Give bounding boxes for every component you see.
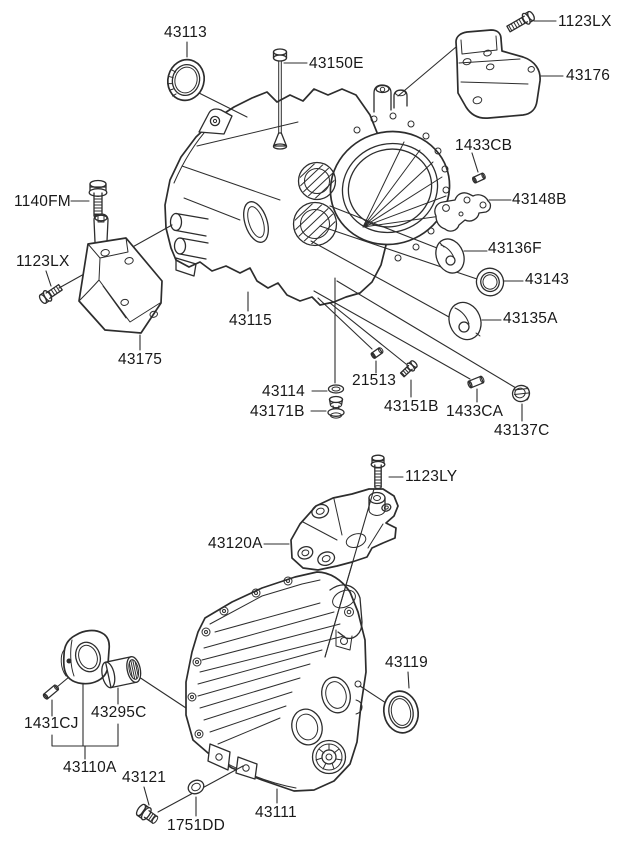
part-label-43150E: 43150E <box>309 55 364 72</box>
leader-lines-bottom <box>51 476 410 817</box>
part-label-1123LX-left: 1123LX <box>16 253 70 270</box>
part-label-43175: 43175 <box>118 351 163 368</box>
bracket-43175-drawing <box>78 213 163 334</box>
part-label-43171B: 43171B <box>250 403 305 420</box>
part-label-1431CJ: 1431CJ <box>24 715 79 732</box>
part-label-1123LX-top: 1123LX <box>558 13 612 30</box>
part-label-1433CB: 1433CB <box>455 137 513 154</box>
seal-43119-drawing <box>382 690 420 734</box>
part-label-43136F: 43136F <box>488 240 542 257</box>
pin-21513-drawing <box>370 347 384 359</box>
part-label-43143: 43143 <box>525 271 570 288</box>
part-label-43121: 43121 <box>122 769 167 786</box>
part-label-43151B: 43151B <box>384 398 439 415</box>
seal-43143-drawing <box>475 267 505 297</box>
oil-seal-43113-drawing <box>166 58 206 102</box>
washer-43114-drawing <box>327 384 345 394</box>
part-label-43137C: 43137C <box>494 422 550 439</box>
part-label-43113: 43113 <box>164 24 207 41</box>
part-label-43135A: 43135A <box>503 310 558 327</box>
pin-1431CJ-drawing <box>42 684 60 700</box>
bolt-1123LX-top-drawing <box>506 10 535 33</box>
transmission-case-43111-drawing <box>185 571 367 792</box>
part-label-21513: 21513 <box>352 372 397 389</box>
collar-43110A-drawing <box>60 629 111 685</box>
plug-43121-drawing <box>135 803 159 824</box>
bracket-43176-drawing <box>455 29 541 119</box>
part-label-43114: 43114 <box>262 383 305 400</box>
part-label-43111: 43111 <box>255 804 297 821</box>
bolt-to-case-line <box>324 488 375 658</box>
pin-1433CA-drawing <box>467 375 485 389</box>
vent-bolt-43150E-drawing <box>272 48 288 150</box>
bolt-1123LY-drawing <box>370 454 386 489</box>
part-label-1433CA: 1433CA <box>446 403 504 420</box>
bracket-43148B-drawing <box>434 192 492 232</box>
plug-43137C-drawing <box>511 384 531 403</box>
pin-1433CB-drawing <box>472 172 486 184</box>
bracket-43120A-drawing <box>290 488 399 571</box>
part-label-1123LY: 1123LY <box>405 468 458 485</box>
clutch-housing-43115-drawing <box>164 84 451 306</box>
breather-43171B-drawing <box>327 395 345 419</box>
part-label-1140FM: 1140FM <box>14 193 71 210</box>
bolt-43151B-drawing <box>399 360 418 378</box>
bolt-1140FM-drawing <box>88 179 108 219</box>
part-label-43176: 43176 <box>566 67 611 84</box>
part-label-43295C: 43295C <box>91 704 147 721</box>
part-label-43115: 43115 <box>229 312 272 329</box>
part-label-43110A: 43110A <box>63 759 117 776</box>
washer-1751DD-drawing <box>187 779 205 795</box>
cover-43135A-drawing <box>448 301 482 341</box>
part-label-43148B: 43148B <box>512 191 567 208</box>
bolt-1123LX-left-drawing <box>38 283 63 305</box>
part-label-1751DD: 1751DD <box>167 817 226 834</box>
cover-43136F-drawing <box>435 238 465 274</box>
part-label-43119: 43119 <box>385 654 428 671</box>
bearing-43295C-drawing <box>101 656 142 689</box>
part-label-43120A: 43120A <box>208 535 263 552</box>
